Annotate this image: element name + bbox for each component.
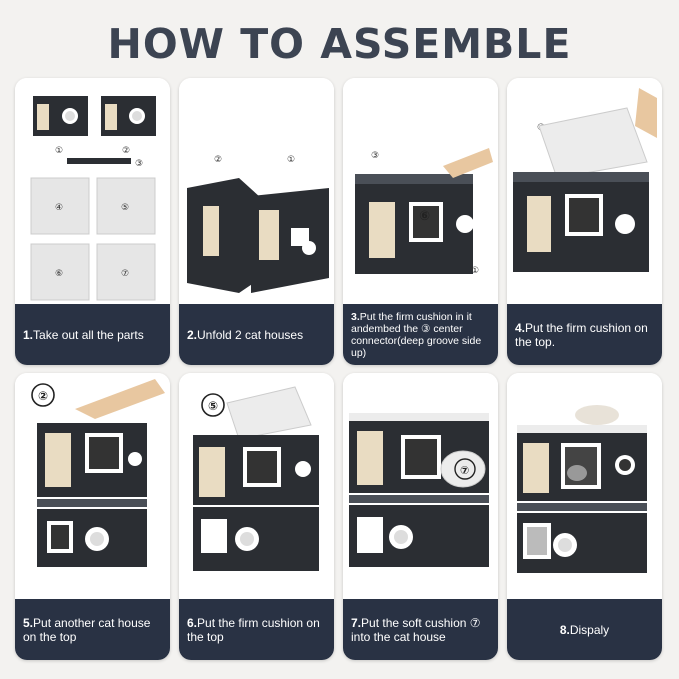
- step-3-label-1: ①: [471, 266, 479, 276]
- step-card-4: ④ 4.Put the firm cushion on the top.: [507, 78, 662, 365]
- step-card-1: ① ② ③ ④ ⑤ ⑥ ⑦ 1.Take out all the parts: [15, 78, 170, 365]
- step-3-label-3: ③: [371, 151, 379, 161]
- step-3-illustration: ③ ⑥ ①: [343, 78, 498, 304]
- step-6-caption: 6.Put the firm cushion on the top: [179, 599, 334, 660]
- step-5-label-2: ②: [38, 389, 48, 403]
- part-label-5: ⑤: [121, 203, 129, 213]
- step-8-caption: 8.Dispaly: [507, 599, 662, 660]
- step-1-caption: 1.Take out all the parts: [15, 304, 170, 365]
- step-6-illustration: ⑤: [179, 373, 334, 599]
- step-3-label-6: ⑥: [419, 209, 430, 224]
- step-6-label-5: ⑤: [208, 399, 218, 413]
- step-1-illustration: ① ② ③ ④ ⑤ ⑥ ⑦: [15, 78, 170, 304]
- part-label-4: ④: [55, 203, 63, 213]
- step-2-caption: 2.Unfold 2 cat houses: [179, 304, 334, 365]
- step-4-caption: 4.Put the firm cushion on the top.: [507, 304, 662, 365]
- step-2-label-1: ①: [287, 155, 295, 165]
- step-5-illustration: ②: [15, 373, 170, 599]
- step-card-7: ⑦ 7.Put the soft cushion ⑦ into the cat …: [343, 373, 498, 660]
- step-card-2: ② ① 2.Unfold 2 cat houses: [179, 78, 334, 365]
- step-7-label-7: ⑦: [460, 464, 469, 477]
- step-2-illustration: ② ①: [179, 78, 334, 304]
- part-label-3: ③: [135, 159, 143, 169]
- step-card-5: ② 5.Put another cat house on the top: [15, 373, 170, 660]
- step-7-illustration: ⑦: [343, 373, 498, 599]
- part-label-6: ⑥: [55, 269, 63, 279]
- step-4-illustration: ④: [507, 78, 662, 304]
- step-card-8: 8.Dispaly: [507, 373, 662, 660]
- step-7-caption: 7.Put the soft cushion ⑦ into the cat ho…: [343, 599, 498, 660]
- page-title: HOW TO ASSEMBLE: [107, 20, 572, 68]
- step-5-caption: 5.Put another cat house on the top: [15, 599, 170, 660]
- step-card-3: ③ ⑥ ① 3.Put the firm cushion in it andem…: [343, 78, 498, 365]
- step-card-6: ⑤ 6.Put the firm cushion on the top: [179, 373, 334, 660]
- step-2-label-2: ②: [214, 155, 222, 165]
- part-label-2: ②: [122, 146, 130, 156]
- step-3-caption: 3.Put the firm cushion in it andembed th…: [343, 304, 498, 365]
- part-label-1: ①: [55, 146, 63, 156]
- part-label-7: ⑦: [121, 269, 129, 279]
- step-8-illustration: [507, 373, 662, 599]
